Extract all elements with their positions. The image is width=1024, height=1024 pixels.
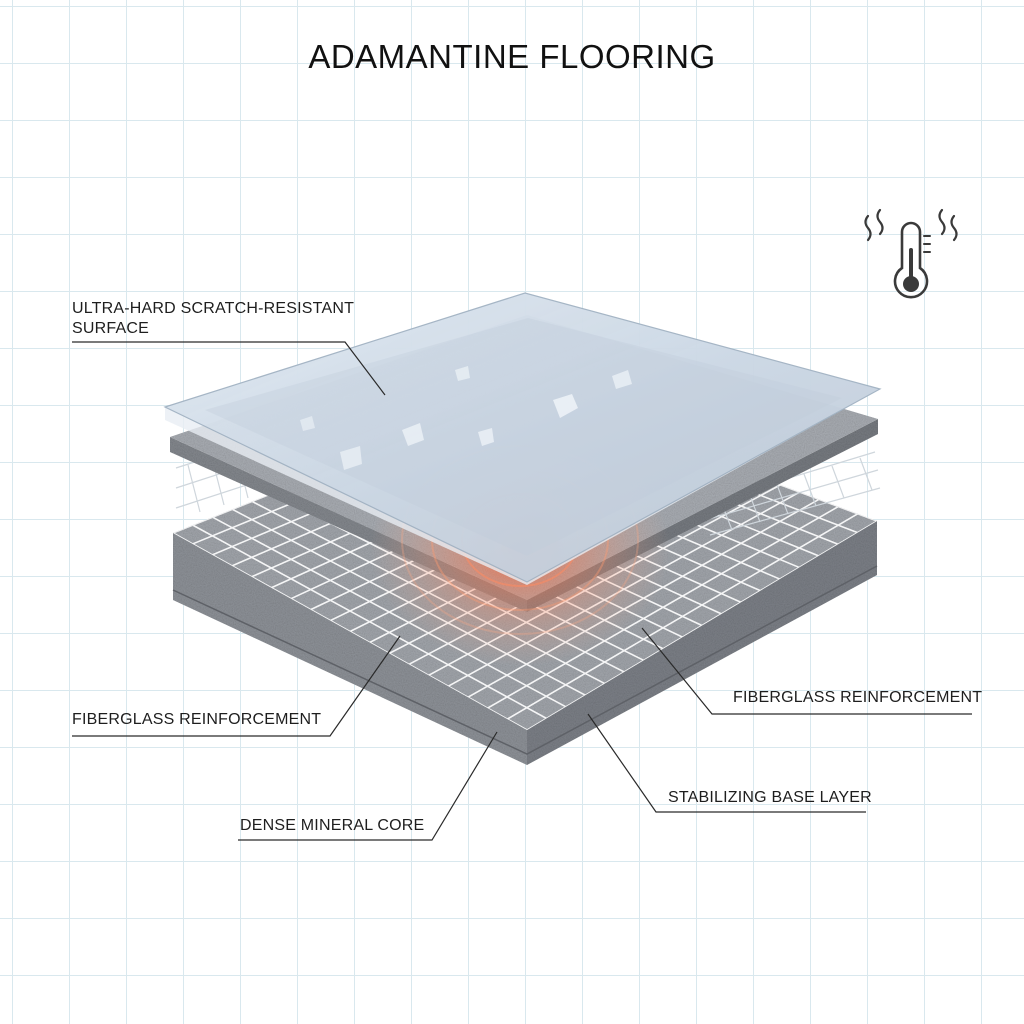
- leader-base: [587, 713, 866, 813]
- glass-flake: [300, 416, 315, 431]
- leader-lines: [72, 341, 972, 841]
- glass-flake: [402, 423, 424, 446]
- thermometer-heat-icon: [864, 208, 958, 299]
- core-left-face: [173, 533, 527, 765]
- leader-fiber-right: [641, 627, 972, 715]
- glass-inner: [205, 318, 842, 556]
- leader-core: [238, 731, 498, 841]
- mesh-line: [487, 505, 839, 709]
- label-surface-line2: SURFACE: [72, 320, 149, 337]
- core-right-face: [527, 521, 877, 765]
- glass-flake: [455, 366, 470, 381]
- label-surface-line1: ULTRA-HARD SCRATCH-RESISTANT: [72, 300, 355, 317]
- glass-flake: [612, 370, 632, 389]
- glass-surface: [163, 292, 882, 585]
- leader-surface: [72, 341, 386, 396]
- label-fiberglass-reinforcement-right: FIBERGLASS REINFORCEMENT: [733, 689, 983, 706]
- glass-flake: [553, 394, 578, 418]
- glass-top: [163, 292, 882, 583]
- base-layer-seam: [172, 565, 878, 755]
- label-stabilizing-base-layer: STABILIZING BASE LAYER: [668, 789, 872, 806]
- label-fiberglass-reinforcement-left: FIBERGLASS REINFORCEMENT: [72, 711, 322, 728]
- glass-flake: [478, 428, 494, 446]
- glass-flake: [340, 446, 362, 470]
- leader-fiber-left: [72, 635, 401, 737]
- mesh-line: [506, 513, 859, 720]
- label-dense-mineral-core: DENSE MINERAL CORE: [240, 817, 425, 834]
- label-scratch-resistant-surface: ULTRA-HARD SCRATCH-RESISTANT SURFACE: [72, 299, 354, 339]
- diagram-title: ADAMANTINE FLOORING: [308, 38, 716, 75]
